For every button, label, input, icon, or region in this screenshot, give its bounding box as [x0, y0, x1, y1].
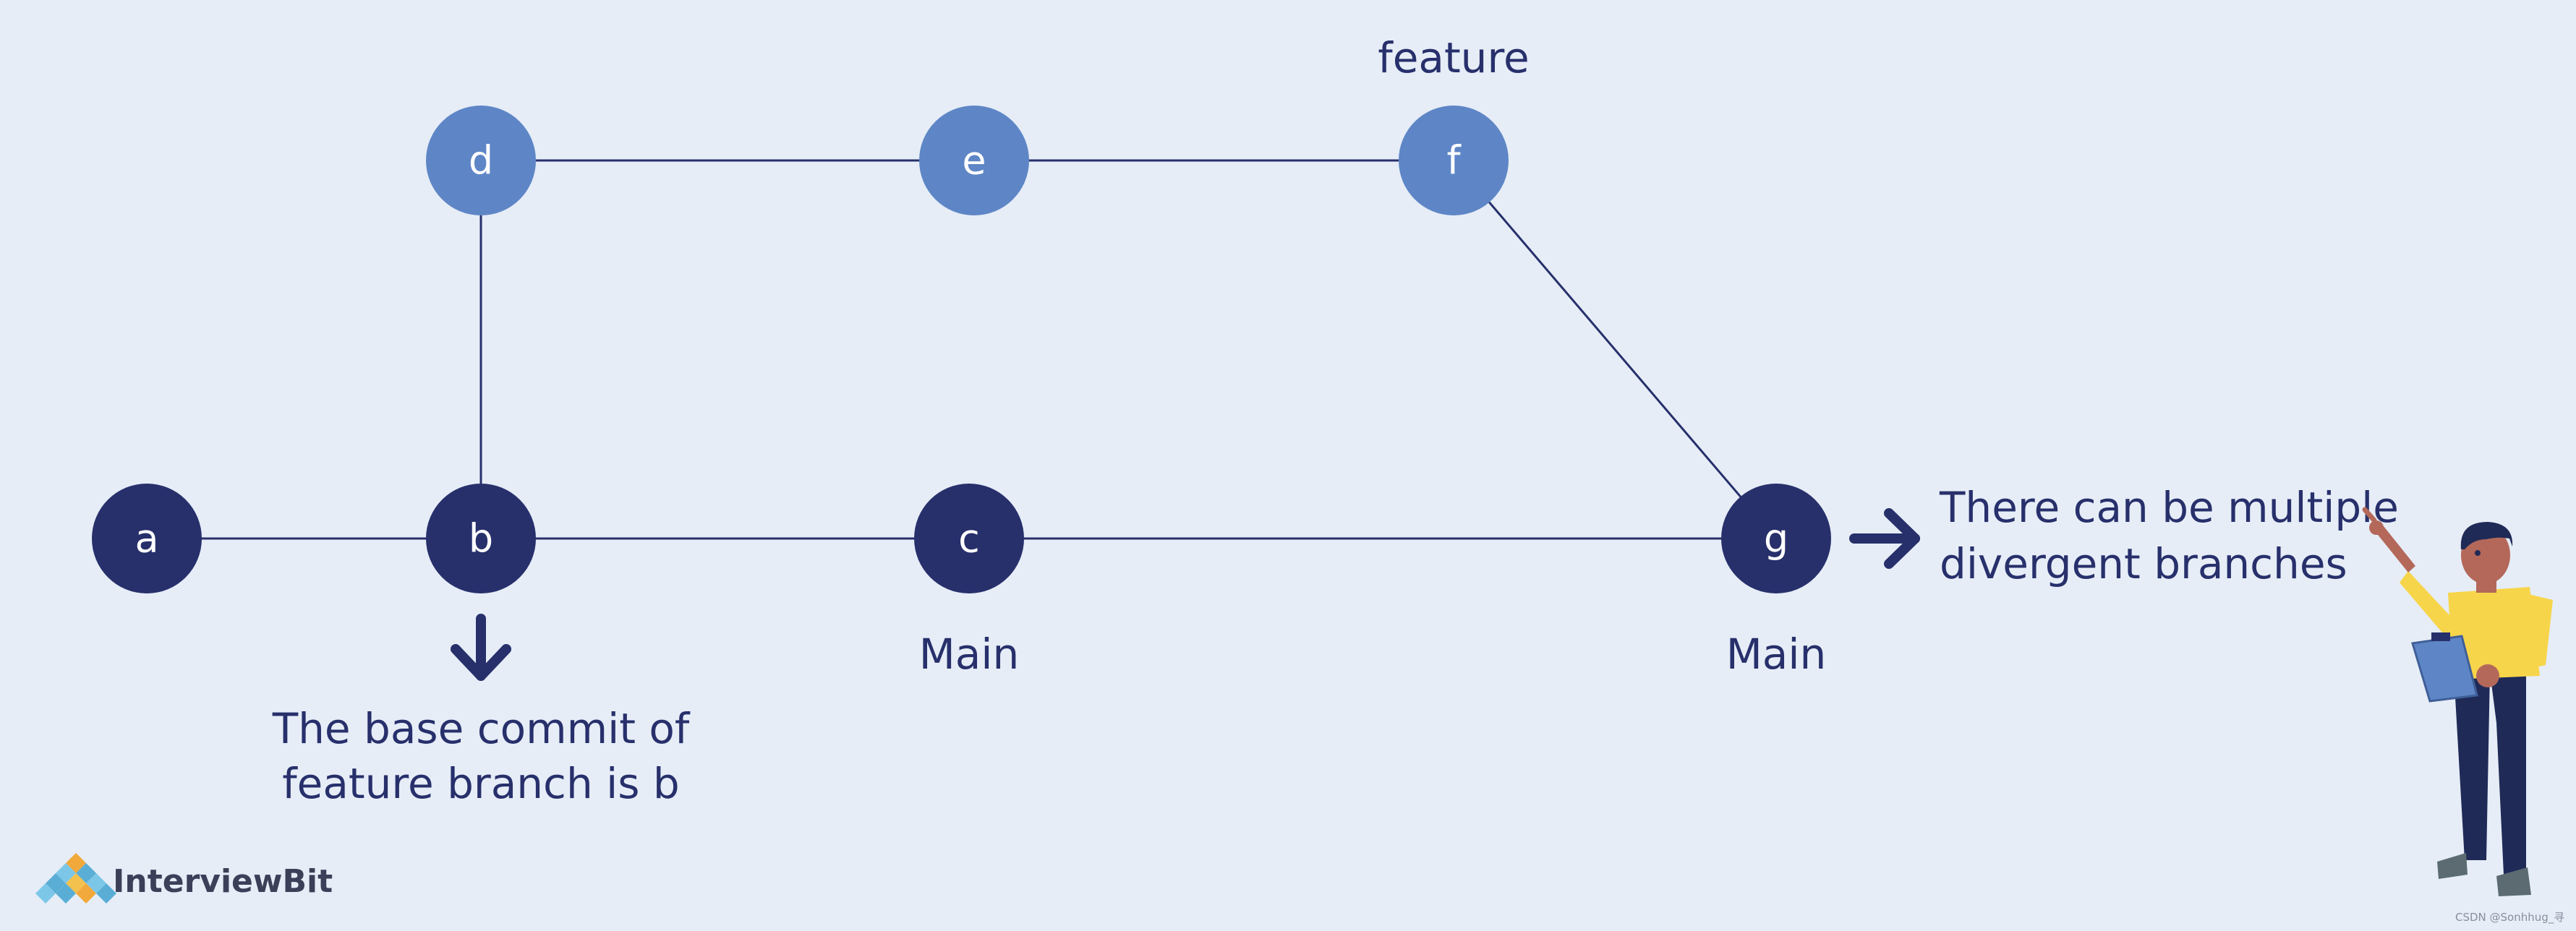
commit-node-a: a: [92, 484, 202, 593]
base-commit-note-line1: The base commit of: [272, 704, 691, 753]
commit-node-g: g: [1721, 484, 1831, 593]
commit-label-f: f: [1446, 138, 1462, 184]
commit-node-e: e: [919, 106, 1029, 215]
commit-label-c: c: [958, 516, 980, 562]
divergent-note-line1: There can be multiple: [1939, 483, 2399, 532]
edges: [147, 159, 1778, 540]
arrow-right-icon: [1849, 508, 1920, 569]
commit-node-b: b: [426, 484, 536, 593]
logo-wordmark: InterviewBit: [113, 863, 333, 900]
person-presenter-illustration: [2362, 507, 2553, 896]
base-commit-note-line2: feature branch is b: [282, 759, 679, 808]
arrow-down-icon: [451, 614, 511, 681]
commit-label-g: g: [1764, 516, 1788, 562]
commit-label-d: d: [469, 138, 493, 184]
commit-node-d: d: [426, 106, 536, 215]
feature-branch-label: feature: [1378, 33, 1529, 82]
clipboard-icon: [2411, 632, 2478, 703]
divergent-note-line2: divergent branches: [1940, 539, 2347, 588]
main-branch-label-c: Main: [919, 630, 1019, 679]
interviewbit-logo-icon: [35, 853, 116, 904]
commit-label-b: b: [469, 516, 493, 562]
commit-node-f: f: [1399, 106, 1509, 215]
commit-label-a: a: [135, 516, 158, 562]
main-branch-label-g: Main: [1726, 630, 1826, 679]
commit-node-c: c: [914, 484, 1024, 593]
interviewbit-logo: InterviewBit: [35, 853, 333, 904]
edge-f-g: [1452, 160, 1778, 539]
commit-label-e: e: [962, 138, 986, 184]
watermark-text: CSDN @Sonhhug_寻: [2455, 911, 2564, 924]
